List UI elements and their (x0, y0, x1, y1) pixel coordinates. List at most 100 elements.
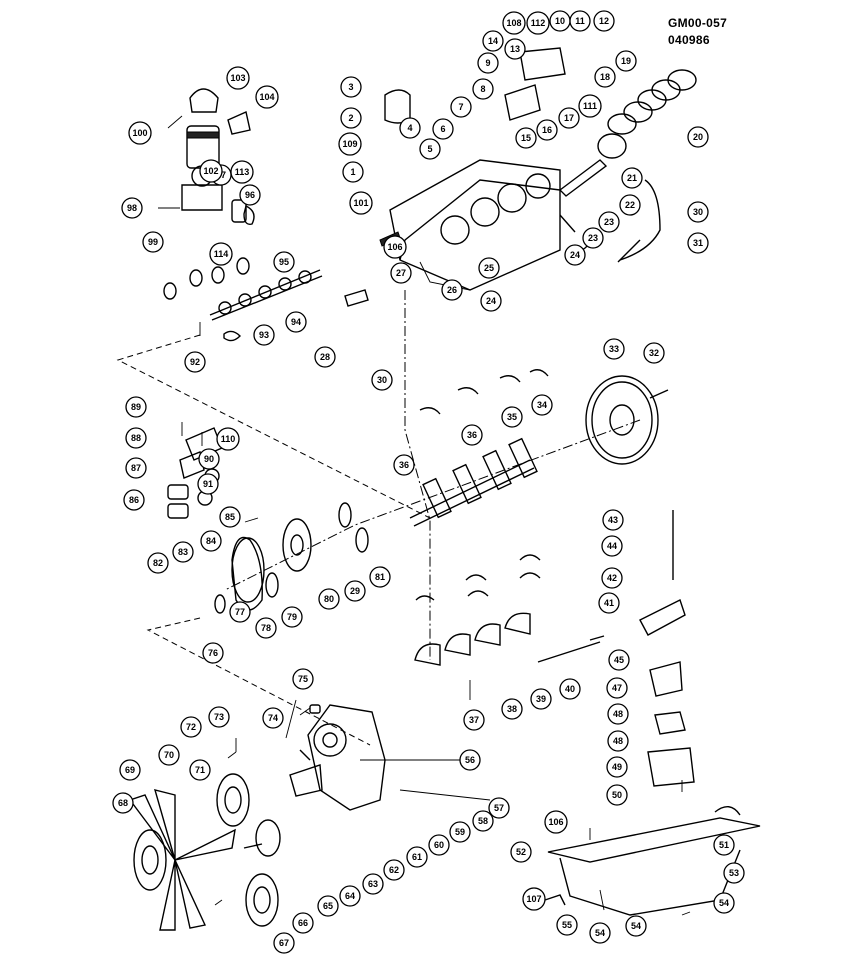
timing-set (214, 502, 369, 614)
callout-label: 44 (607, 541, 617, 551)
callout-29: 29 (344, 580, 366, 602)
callout-21: 21 (621, 167, 643, 189)
callout-37: 37 (463, 709, 485, 731)
callout-40: 40 (559, 678, 581, 700)
callout-label: 58 (478, 816, 488, 826)
callout-78: 78 (255, 617, 277, 639)
callout-93: 93 (253, 324, 275, 346)
callout-label: 6 (440, 124, 445, 134)
timing-cover-water-pump (289, 704, 386, 811)
callout-23: 23 (582, 227, 604, 249)
callout-90: 90 (198, 448, 220, 470)
callout-20: 20 (687, 126, 709, 148)
callout-106: 106 (544, 810, 568, 834)
callout-label: 52 (516, 847, 526, 857)
callout-54: 54 (625, 915, 647, 937)
callout-24: 24 (564, 244, 586, 266)
callout-114: 114 (209, 242, 233, 266)
callout-44: 44 (601, 535, 623, 557)
callout-113: 113 (230, 160, 254, 184)
callout-label: 40 (565, 684, 575, 694)
callout-label: 36 (467, 430, 477, 440)
callout-label: 24 (570, 250, 580, 260)
callout-label: 10 (555, 16, 565, 26)
callout-label: 16 (542, 125, 552, 135)
callout-48: 48 (607, 703, 629, 725)
callout-63: 63 (362, 873, 384, 895)
callout-7: 7 (450, 96, 472, 118)
callout-82: 82 (147, 552, 169, 574)
callout-label: 29 (350, 586, 360, 596)
callout-74: 74 (262, 707, 284, 729)
oil-pan (544, 806, 761, 916)
callout-61: 61 (406, 846, 428, 868)
drawing-date-code: 040986 (668, 33, 710, 47)
callout-label: 67 (279, 938, 289, 948)
callout-label: 19 (621, 56, 631, 66)
callout-41: 41 (598, 592, 620, 614)
callout-label: 106 (548, 817, 563, 827)
piston-assembly (384, 47, 697, 263)
callout-89: 89 (125, 396, 147, 418)
callout-48: 48 (607, 730, 629, 752)
callout-75: 75 (292, 668, 314, 690)
callout-45: 45 (608, 649, 630, 671)
callout-label: 71 (195, 765, 205, 775)
callout-label: 114 (214, 249, 229, 259)
callout-14: 14 (482, 30, 504, 52)
callout-label: 53 (729, 868, 739, 878)
callout-label: 13 (510, 44, 520, 54)
callout-4: 4 (399, 117, 421, 139)
callout-label: 76 (208, 648, 218, 658)
callout-19: 19 (615, 50, 637, 72)
callout-label: 68 (118, 798, 128, 808)
callout-label: 102 (203, 166, 218, 176)
callout-88: 88 (125, 427, 147, 449)
flywheel (585, 375, 669, 465)
callout-92: 92 (184, 351, 206, 373)
callout-label: 89 (131, 402, 141, 412)
callout-label: 106 (387, 242, 402, 252)
callout-42: 42 (601, 567, 623, 589)
callout-label: 27 (396, 268, 406, 278)
callout-label: 98 (127, 203, 137, 213)
callout-label: 8 (480, 84, 485, 94)
callout-32: 32 (643, 342, 665, 364)
callout-59: 59 (449, 821, 471, 843)
callout-79: 79 (281, 606, 303, 628)
callout-label: 36 (399, 460, 409, 470)
callout-28: 28 (314, 346, 336, 368)
callout-label: 87 (131, 463, 141, 473)
callout-label: 108 (506, 18, 521, 28)
callout-50: 50 (606, 784, 628, 806)
callout-54: 54 (713, 892, 735, 914)
callout-72: 72 (180, 716, 202, 738)
callout-62: 62 (383, 859, 405, 881)
callout-label: 7 (458, 102, 463, 112)
main-bearing-caps (414, 554, 541, 700)
callout-label: 99 (148, 237, 158, 247)
callout-34: 34 (531, 394, 553, 416)
callout-label: 82 (153, 558, 163, 568)
callout-26: 26 (441, 279, 463, 301)
callout-38: 38 (501, 698, 523, 720)
callout-22: 22 (619, 194, 641, 216)
callout-label: 69 (125, 765, 135, 775)
camshaft-assembly (163, 257, 323, 342)
callout-label: 42 (607, 573, 617, 583)
callout-77: 77 (229, 601, 251, 623)
callout-31: 31 (687, 232, 709, 254)
callout-64: 64 (339, 885, 361, 907)
callout-label: 95 (279, 257, 289, 267)
callout-30: 30 (371, 369, 393, 391)
callout-102: 102 (199, 159, 223, 183)
callout-label: 28 (320, 352, 330, 362)
callout-54: 54 (589, 922, 611, 944)
callout-103: 103 (226, 66, 250, 90)
callout-23: 23 (598, 211, 620, 233)
callout-label: 49 (612, 762, 622, 772)
callout-label: 90 (204, 454, 214, 464)
callout-label: 14 (488, 36, 498, 46)
callout-107: 107 (522, 887, 546, 911)
